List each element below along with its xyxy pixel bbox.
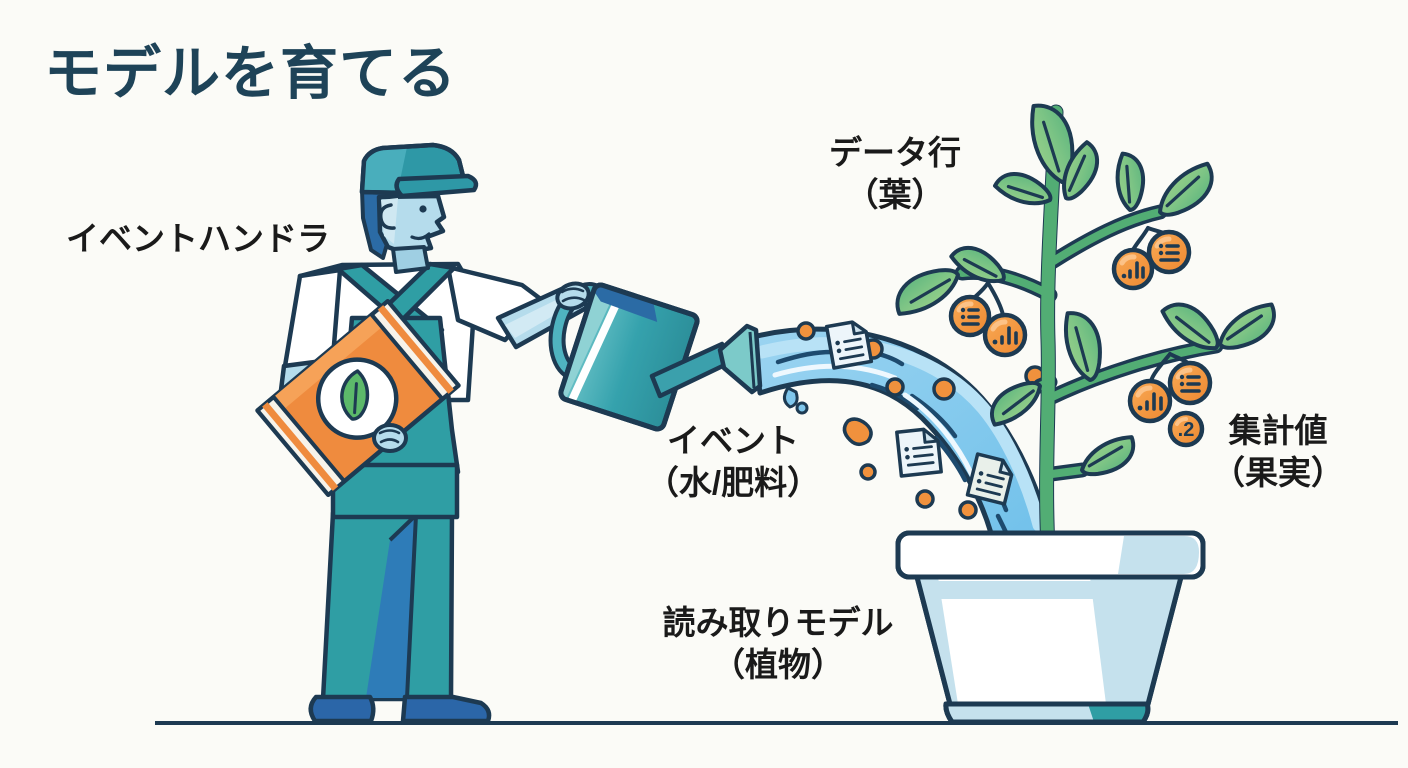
fertilizer-droplets [796,321,1046,520]
fruit-list-icon [948,294,992,338]
label-event-handler: イベントハンドラ [66,220,330,257]
label-read-model-line2: （植物） [712,645,844,683]
eye [419,205,427,213]
smile [410,232,431,241]
label-events: イベント （水/肥料） [646,420,820,503]
document-row-icons [824,320,1014,506]
label-data-rows-line2: （葉） [845,175,945,213]
watering-can [548,281,763,432]
fruit-cluster: .2 [948,229,1213,448]
fruit-bar-chart-icon [1111,247,1155,291]
label-aggregates: 集計値 （果実） [1212,410,1344,493]
leaf-cluster [894,105,1278,476]
label-data-rows: データ行 （葉） [829,132,961,215]
label-read-model: 読み取りモデル （植物） [663,602,894,685]
fruit-bar-chart-icon [982,312,1028,358]
ear [378,203,396,230]
gardener [255,142,591,724]
plant: .2 [894,105,1278,556]
label-data-rows-line1: データ行 [829,134,961,171]
label-events-line2: （水/肥料） [645,463,821,501]
fruit-value-text: .2 [1178,419,1195,441]
shoe [308,694,376,724]
label-events-line1: イベント [666,422,799,459]
fruit-decimal-icon: .2 [1167,410,1205,448]
label-read-model-line1: 読み取りモデル [662,604,894,641]
flower-pot [895,530,1206,725]
page-title: モデルを育てる [44,41,458,106]
fertilizer-bag [255,298,461,498]
gardener-head [359,142,479,274]
cap-brim [394,173,479,199]
label-aggregates-line1: 集計値 [1228,412,1328,449]
shoe [400,694,492,724]
document-icon [824,320,874,370]
document-icon [965,452,1014,506]
label-aggregates-line2: （果実） [1212,453,1344,491]
fruit-list-icon [1167,360,1213,406]
document-icon [895,427,943,478]
hand [372,423,408,453]
fruit-bar-chart-icon [1127,378,1173,424]
fruit-list-icon [1146,229,1192,275]
